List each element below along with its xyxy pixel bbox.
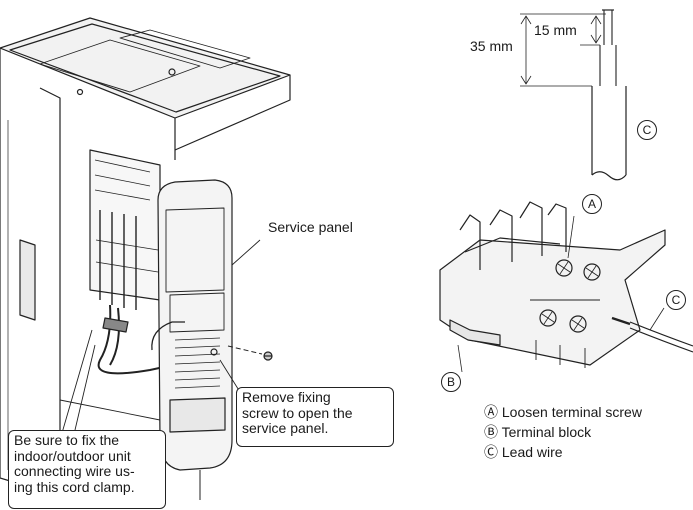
callout-line: ing this cord clamp. [14, 478, 135, 495]
legend-symbol: Ⓑ [484, 424, 498, 440]
fixing-screw-icon [263, 351, 273, 361]
legend-item: Ⓐ Loosen terminal screw [484, 402, 642, 422]
dim-15mm-label: 15 mm [534, 22, 577, 38]
marker-c-block: C [666, 290, 686, 310]
legend-symbol: Ⓒ [484, 444, 498, 460]
callout-line: screw to open the [242, 404, 353, 421]
service-panel-illustration [151, 179, 233, 471]
callout-line: indoor/outdoor unit [14, 447, 131, 464]
service-panel-label: Service panel [268, 219, 353, 235]
marker-b: B [441, 372, 461, 392]
callout-line: Remove fixing [242, 389, 331, 405]
legend-text: Terminal block [501, 424, 592, 440]
legend-item: Ⓑ Terminal block [484, 422, 642, 442]
wire-strip-detail [520, 9, 627, 181]
legend-item: Ⓒ Lead wire [484, 442, 642, 462]
remove-screw-callout: Remove fixing screw to open the service … [236, 387, 394, 447]
legend-text: Lead wire [501, 444, 563, 460]
marker-c-wire: C [637, 120, 657, 140]
cord-clamp-callout: Be sure to fix the indoor/outdoor unit c… [8, 430, 166, 509]
legend-symbol: Ⓐ [484, 404, 498, 420]
marker-a: A [582, 194, 602, 214]
callout-line: Be sure to fix the [14, 432, 120, 448]
legend-text: Loosen terminal screw [501, 404, 642, 420]
callout-line: service panel. [242, 420, 329, 436]
legend: Ⓐ Loosen terminal screw Ⓑ Terminal block… [484, 402, 642, 462]
callout-line: connecting wire us- [14, 463, 135, 479]
terminal-block-detail [439, 201, 693, 373]
dim-35mm-label: 35 mm [470, 38, 513, 54]
